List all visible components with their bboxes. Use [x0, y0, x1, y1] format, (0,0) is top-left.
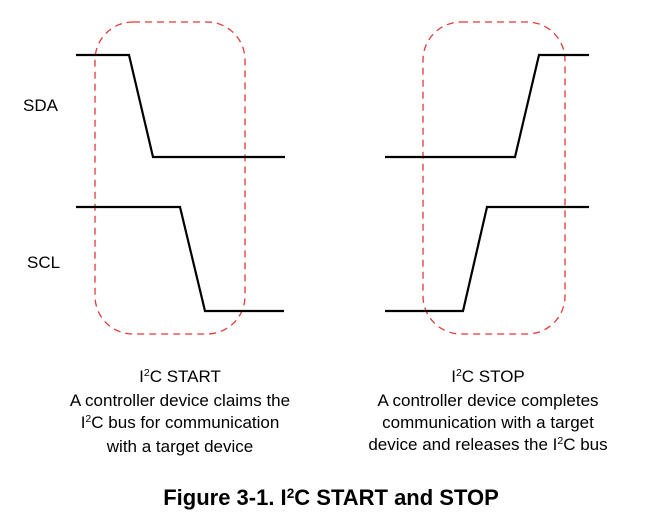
scl-label: SCL [27, 253, 60, 272]
stop-caption: I2C STOP A controller device completes c… [338, 366, 638, 458]
stop-highlight-box [422, 21, 566, 335]
start-sda-waveform [76, 53, 285, 159]
figure-title: Figure 3-1. I2C START and STOP [163, 485, 499, 510]
start-caption: I2C START A controller device claims the… [30, 366, 330, 458]
stop-caption-line: device and releases the I2C bus [368, 435, 608, 454]
stop-caption-line: communication with a target [382, 413, 594, 432]
stop-caption-title: I2C STOP [451, 367, 525, 386]
stop-sda-waveform [385, 53, 589, 159]
start-scl-waveform [76, 205, 284, 313]
start-caption-line: I2C bus for communication [80, 413, 280, 432]
i2c-timing-diagram: SDA SCL [23, 21, 589, 335]
stop-caption-line: A controller device completes [377, 391, 599, 410]
start-caption-line: A controller device claims the [69, 391, 291, 410]
start-caption-line: with a target device [106, 437, 254, 456]
sda-label: SDA [23, 96, 59, 115]
start-caption-title: I2C START [139, 367, 221, 386]
stop-scl-waveform [385, 205, 589, 313]
start-highlight-box [94, 21, 246, 335]
